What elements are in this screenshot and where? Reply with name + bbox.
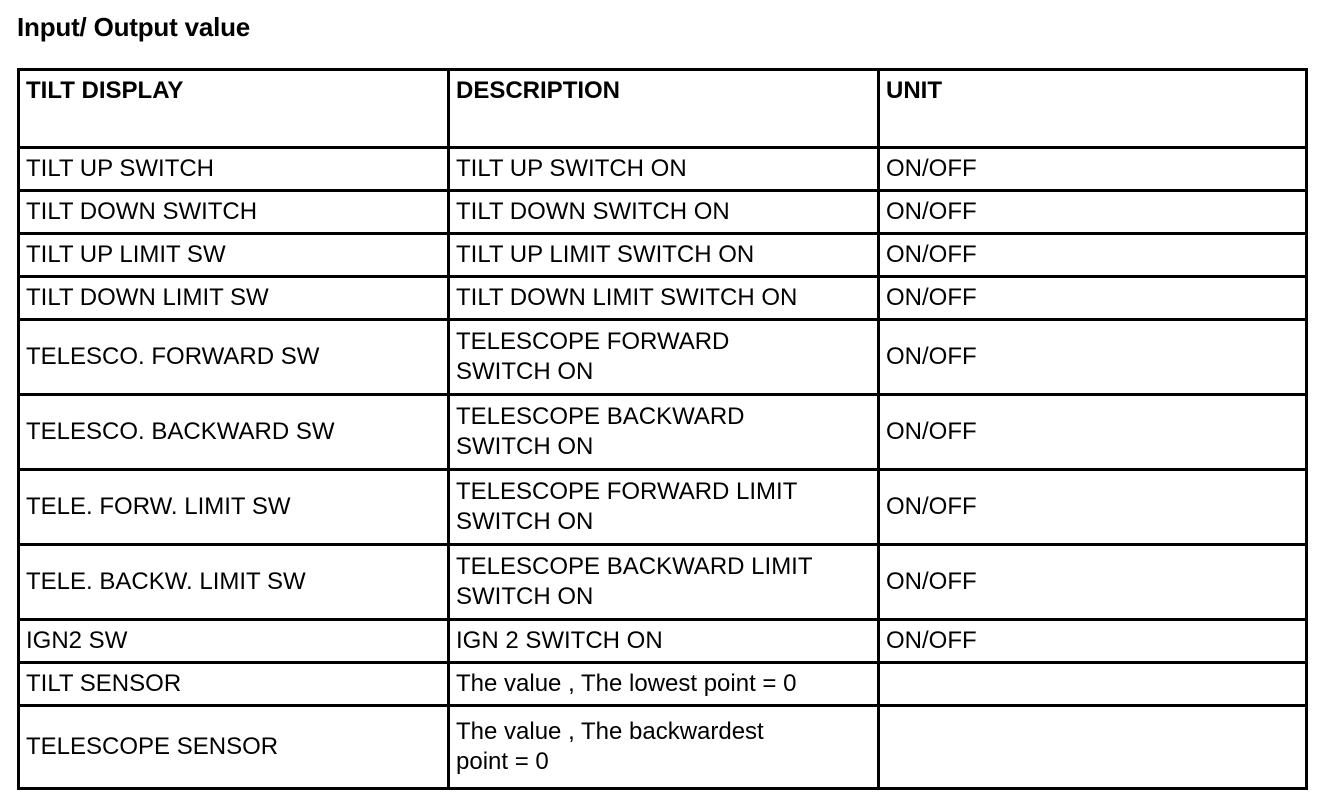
cell-display: TELESCO. FORWARD SW <box>17 318 450 396</box>
description-line-2: SWITCH ON <box>456 433 594 460</box>
cell-description: TILT UP SWITCH ON <box>447 146 880 192</box>
table-row: IGN2 SW IGN 2 SWITCH ON ON/OFF <box>17 618 1308 664</box>
cell-display: TELE. FORW. LIMIT SW <box>17 468 450 546</box>
description-line-1: TELESCOPE FORWARD LIMIT <box>456 478 798 505</box>
cell-unit: ON/OFF <box>877 393 1308 471</box>
description-line-1: TELESCOPE BACKWARD LIMIT <box>456 553 813 580</box>
cell-description: The value , The lowest point = 0 <box>447 661 880 707</box>
cell-description: TELESCOPE BACKWARD SWITCH ON <box>447 393 880 471</box>
cell-description: TILT UP LIMIT SWITCH ON <box>447 232 880 278</box>
cell-description: IGN 2 SWITCH ON <box>447 618 880 664</box>
column-header-description: DESCRIPTION <box>447 68 880 149</box>
cell-display: TELE. BACKW. LIMIT SW <box>17 543 450 621</box>
cell-display: TILT DOWN LIMIT SW <box>17 275 450 321</box>
page-title: Input/ Output value <box>17 12 251 42</box>
cell-display: TELESCOPE SENSOR <box>17 704 450 790</box>
cell-display: TILT UP SWITCH <box>17 146 450 192</box>
cell-description: TELESCOPE BACKWARD LIMIT SWITCH ON <box>447 543 880 621</box>
cell-unit: ON/OFF <box>877 543 1308 621</box>
cell-description: TILT DOWN LIMIT SWITCH ON <box>447 275 880 321</box>
table-row: TILT DOWN LIMIT SW TILT DOWN LIMIT SWITC… <box>17 275 1308 321</box>
cell-description: TILT DOWN SWITCH ON <box>447 189 880 235</box>
table-row: TELESCO. FORWARD SW TELESCOPE FORWARD SW… <box>17 318 1308 396</box>
cell-display: TILT UP LIMIT SW <box>17 232 450 278</box>
cell-unit: ON/OFF <box>877 232 1308 278</box>
table-row: TILT UP SWITCH TILT UP SWITCH ON ON/OFF <box>17 146 1308 192</box>
table-row: TELE. BACKW. LIMIT SW TELESCOPE BACKWARD… <box>17 543 1308 621</box>
table-body: TILT UP SWITCH TILT UP SWITCH ON ON/OFF … <box>17 146 1308 790</box>
cell-unit: ON/OFF <box>877 468 1308 546</box>
cell-description: TELESCOPE FORWARD SWITCH ON <box>447 318 880 396</box>
description-line-2: SWITCH ON <box>456 583 594 610</box>
cell-unit <box>877 704 1308 790</box>
table-row: TILT SENSOR The value , The lowest point… <box>17 661 1308 707</box>
cell-description: The value , The backwardest point = 0 <box>447 704 880 790</box>
description-line-1: TELESCOPE BACKWARD <box>456 403 745 430</box>
table-row: TILT DOWN SWITCH TILT DOWN SWITCH ON ON/… <box>17 189 1308 235</box>
cell-display: TELESCO. BACKWARD SW <box>17 393 450 471</box>
description-line-1: TELESCOPE FORWARD <box>456 328 730 355</box>
column-header-unit: UNIT <box>877 68 1308 149</box>
cell-unit: ON/OFF <box>877 618 1308 664</box>
cell-unit: ON/OFF <box>877 318 1308 396</box>
description-line-1: The value , The backwardest <box>456 718 764 745</box>
cell-display: TILT SENSOR <box>17 661 450 707</box>
table-header: TILT DISPLAY DESCRIPTION UNIT <box>17 68 1308 149</box>
cell-unit: ON/OFF <box>877 189 1308 235</box>
cell-unit <box>877 661 1308 707</box>
table-header-row: TILT DISPLAY DESCRIPTION UNIT <box>17 68 1308 149</box>
input-output-value-table: TILT DISPLAY DESCRIPTION UNIT TILT UP SW… <box>17 68 1308 790</box>
cell-description: TELESCOPE FORWARD LIMIT SWITCH ON <box>447 468 880 546</box>
cell-display: IGN2 SW <box>17 618 450 664</box>
description-line-2: SWITCH ON <box>456 508 594 535</box>
table-row: TELESCOPE SENSOR The value , The backwar… <box>17 704 1308 790</box>
table-row: TELE. FORW. LIMIT SW TELESCOPE FORWARD L… <box>17 468 1308 546</box>
description-line-2: SWITCH ON <box>456 358 594 385</box>
cell-unit: ON/OFF <box>877 275 1308 321</box>
table-row: TILT UP LIMIT SW TILT UP LIMIT SWITCH ON… <box>17 232 1308 278</box>
table-row: TELESCO. BACKWARD SW TELESCOPE BACKWARD … <box>17 393 1308 471</box>
description-line-2: point = 0 <box>456 748 549 775</box>
cell-display: TILT DOWN SWITCH <box>17 189 450 235</box>
column-header-tilt-display: TILT DISPLAY <box>17 68 450 149</box>
cell-unit: ON/OFF <box>877 146 1308 192</box>
